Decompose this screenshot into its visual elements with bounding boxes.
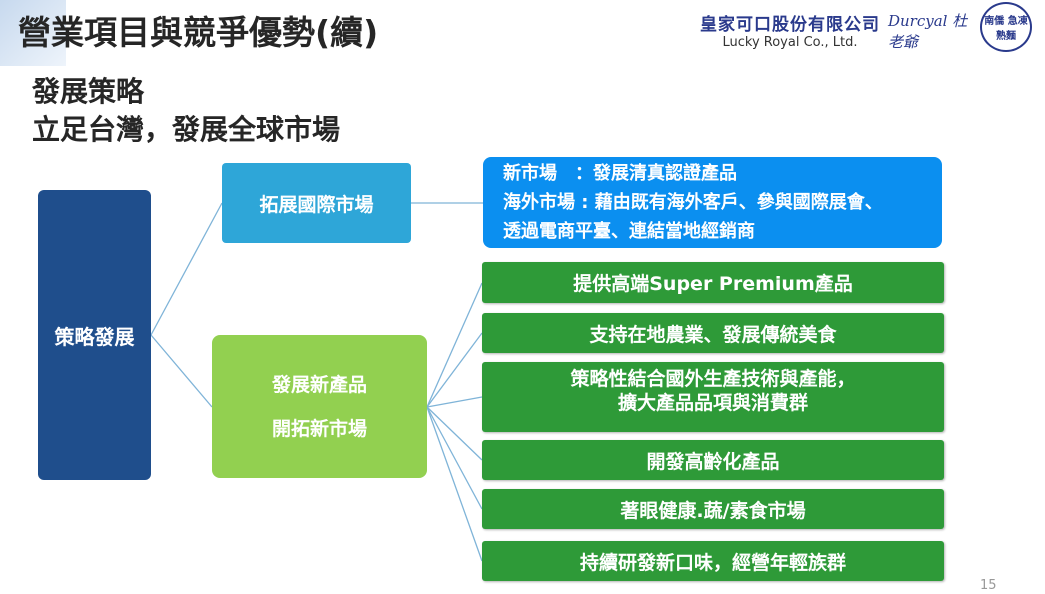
strategy-item: 開發高齡化產品 xyxy=(482,440,944,480)
strategy-item: 策略性結合國外生產技術與產能，擴大產品品項與消費群 xyxy=(482,362,944,432)
strategy-item: 支持在地農業、發展傳統美食 xyxy=(482,313,944,353)
item-text: 擴大產品品項與消費群 xyxy=(617,392,808,414)
page-title: 營業項目與競爭優勢(續) xyxy=(18,13,379,52)
corner-decoration xyxy=(0,0,66,66)
company-name-cn: 皇家可口股份有限公司 xyxy=(700,15,880,35)
root-node: 策略發展 xyxy=(38,190,151,480)
strategy-item: 著眼健康.蔬/素食市場 xyxy=(482,489,944,529)
detail-line: 透過電商平臺、連結當地經銷商 xyxy=(503,221,755,242)
nanchiao-logo: 南僑 急凍熟麵 xyxy=(980,2,1032,52)
branch-international-market: 拓展國際市場 xyxy=(222,163,411,243)
item-text: 持續研發新口味，經營年輕族群 xyxy=(579,551,846,574)
branch-new-products: 發展新產品 開拓新市場 xyxy=(212,335,427,478)
item-text: 提供高端Super Premium產品 xyxy=(573,273,853,295)
branch2-line: 發展新產品 xyxy=(271,373,367,396)
connector xyxy=(150,202,223,336)
connector xyxy=(426,406,483,461)
item-text: 開發高齡化產品 xyxy=(646,450,780,473)
connector xyxy=(426,396,483,408)
page-number: 15 xyxy=(980,578,997,593)
item-text: 著眼健康.蔬/素食市場 xyxy=(620,499,806,522)
branch2-line: 開拓新市場 xyxy=(271,417,367,440)
subtitle-line1: 發展策略 xyxy=(32,75,145,108)
strategy-item: 提供高端Super Premium產品 xyxy=(482,262,944,303)
connector xyxy=(426,406,483,562)
connector xyxy=(426,332,483,408)
durcyal-logo: Durcyal 杜老爺 xyxy=(888,12,968,51)
strategy-item: 持續研發新口味，經營年輕族群 xyxy=(482,541,944,581)
subtitle-line2: 立足台灣，發展全球市場 xyxy=(32,113,341,146)
connector xyxy=(426,282,483,408)
company-logo: 皇家可口股份有限公司 Lucky Royal Co., Ltd. xyxy=(700,10,880,50)
detail-line: 海外市場 : 藉由既有海外客戶、參與國際展會、 xyxy=(503,192,883,213)
item-text: 策略性結合國外生產技術與產能， xyxy=(570,368,856,390)
international-detail: 新市場 ：發展清真認證產品 海外市場 : 藉由既有海外客戶、參與國際展會、 透過… xyxy=(483,157,942,248)
company-name-en: Lucky Royal Co., Ltd. xyxy=(722,35,858,50)
detail-line: 新市場 ：發展清真認證產品 xyxy=(503,163,737,184)
connector xyxy=(150,334,213,408)
connector xyxy=(426,406,483,510)
item-text: 支持在地農業、發展傳統美食 xyxy=(589,323,837,346)
